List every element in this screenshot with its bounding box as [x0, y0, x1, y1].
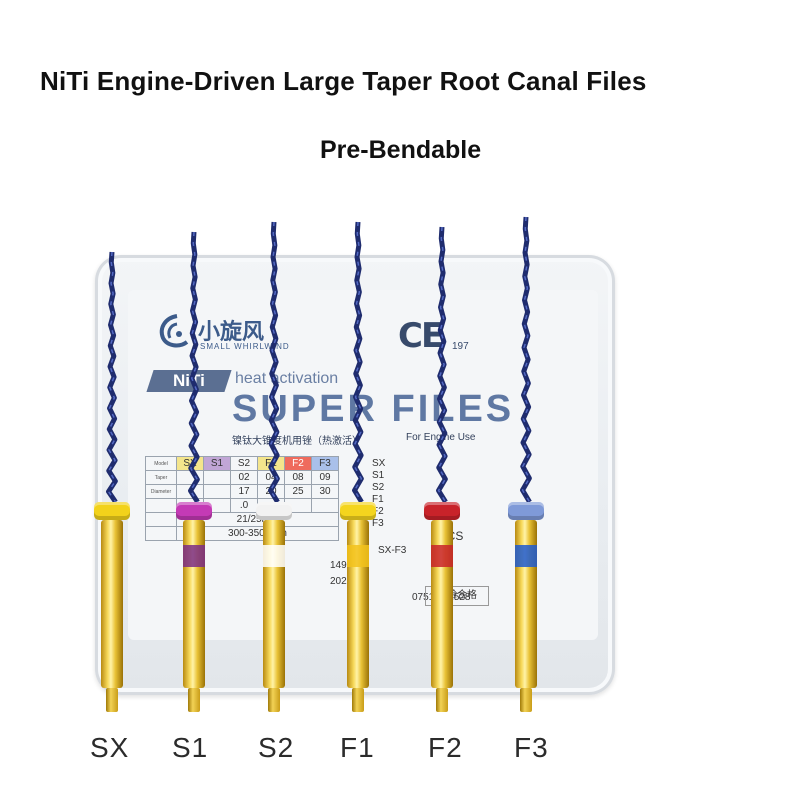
- file-blade: [106, 251, 118, 504]
- file-color-band: [347, 545, 369, 567]
- file-color-cap: [340, 502, 376, 520]
- file-color-cap: [424, 502, 460, 520]
- file-color-cap: [94, 502, 130, 520]
- file-shaft: [101, 520, 123, 688]
- size-item: S2: [372, 482, 385, 493]
- spec-cell: [145, 512, 177, 527]
- product-title: NiTi Engine-Driven Large Taper Root Cana…: [40, 66, 647, 96]
- size-item: F1: [372, 494, 384, 505]
- file-shank-tip: [188, 688, 200, 712]
- spec-cell: Taper: [145, 470, 177, 485]
- size-item: F3: [372, 518, 384, 529]
- spec-cell: 09: [311, 470, 339, 485]
- file-label: F2: [428, 732, 463, 763]
- file-shank-tip: [268, 688, 280, 712]
- spec-cell: F3: [311, 456, 339, 471]
- spec-cell: [311, 498, 339, 513]
- spec-cell: [145, 526, 177, 541]
- brand-name-cn: 小旋风: [198, 320, 265, 345]
- file-blade: [268, 221, 280, 504]
- spec-cell: 30: [311, 484, 339, 499]
- file-label: F1: [340, 732, 375, 763]
- file-blade: [436, 226, 448, 504]
- file-color-cap: [176, 502, 212, 520]
- size-item: SX: [372, 458, 386, 469]
- brand-name-en: SMALL WHIRLWIND: [200, 342, 290, 351]
- file-color-band: [183, 545, 205, 567]
- size-item: F2: [372, 506, 384, 517]
- brand-logo-icon: [159, 314, 189, 348]
- size-list: SX S1 S2 F1 F2 F3: [372, 458, 385, 530]
- file-label: S2: [258, 732, 295, 763]
- product-subtitle: Pre-Bendable: [320, 136, 482, 164]
- range-text: SX-F3: [378, 545, 407, 556]
- product-name-cn: 镍钛大锥度机用锉（热激活）: [232, 436, 362, 447]
- file-label: S1: [172, 732, 209, 763]
- size-item: S1: [372, 470, 385, 481]
- spec-cell: Diameter: [145, 484, 177, 499]
- file-color-band: [431, 545, 453, 567]
- speed-cell: 300-350r/min: [176, 526, 339, 541]
- heat-activation-text: heat activation: [235, 370, 339, 387]
- ce-number: 197: [452, 341, 469, 352]
- file-label: F3: [514, 732, 549, 763]
- file-color-band: [263, 545, 285, 567]
- file-shank-tip: [352, 688, 364, 712]
- spec-row: 21/25mm: [145, 512, 339, 527]
- file-label: SX: [90, 732, 130, 763]
- file-color-cap: [508, 502, 544, 520]
- file-color-band: [515, 545, 537, 567]
- date-fragment: 202206: [330, 576, 363, 587]
- ce-mark: CE: [398, 316, 444, 356]
- file-blade: [520, 216, 532, 504]
- spec-cell: Model: [145, 456, 177, 471]
- inspection-pass-label: 检验合格: [425, 586, 489, 606]
- spec-cell: [145, 498, 177, 513]
- spec-row: 300-350r/min: [145, 526, 339, 541]
- file-shank-tip: [436, 688, 448, 712]
- file-blade: [188, 231, 200, 504]
- file-color-cap: [256, 502, 292, 520]
- file-shank-tip: [520, 688, 532, 712]
- file-blade: [352, 221, 364, 504]
- file-shank-tip: [106, 688, 118, 712]
- reg-fragment: 149: [330, 560, 347, 571]
